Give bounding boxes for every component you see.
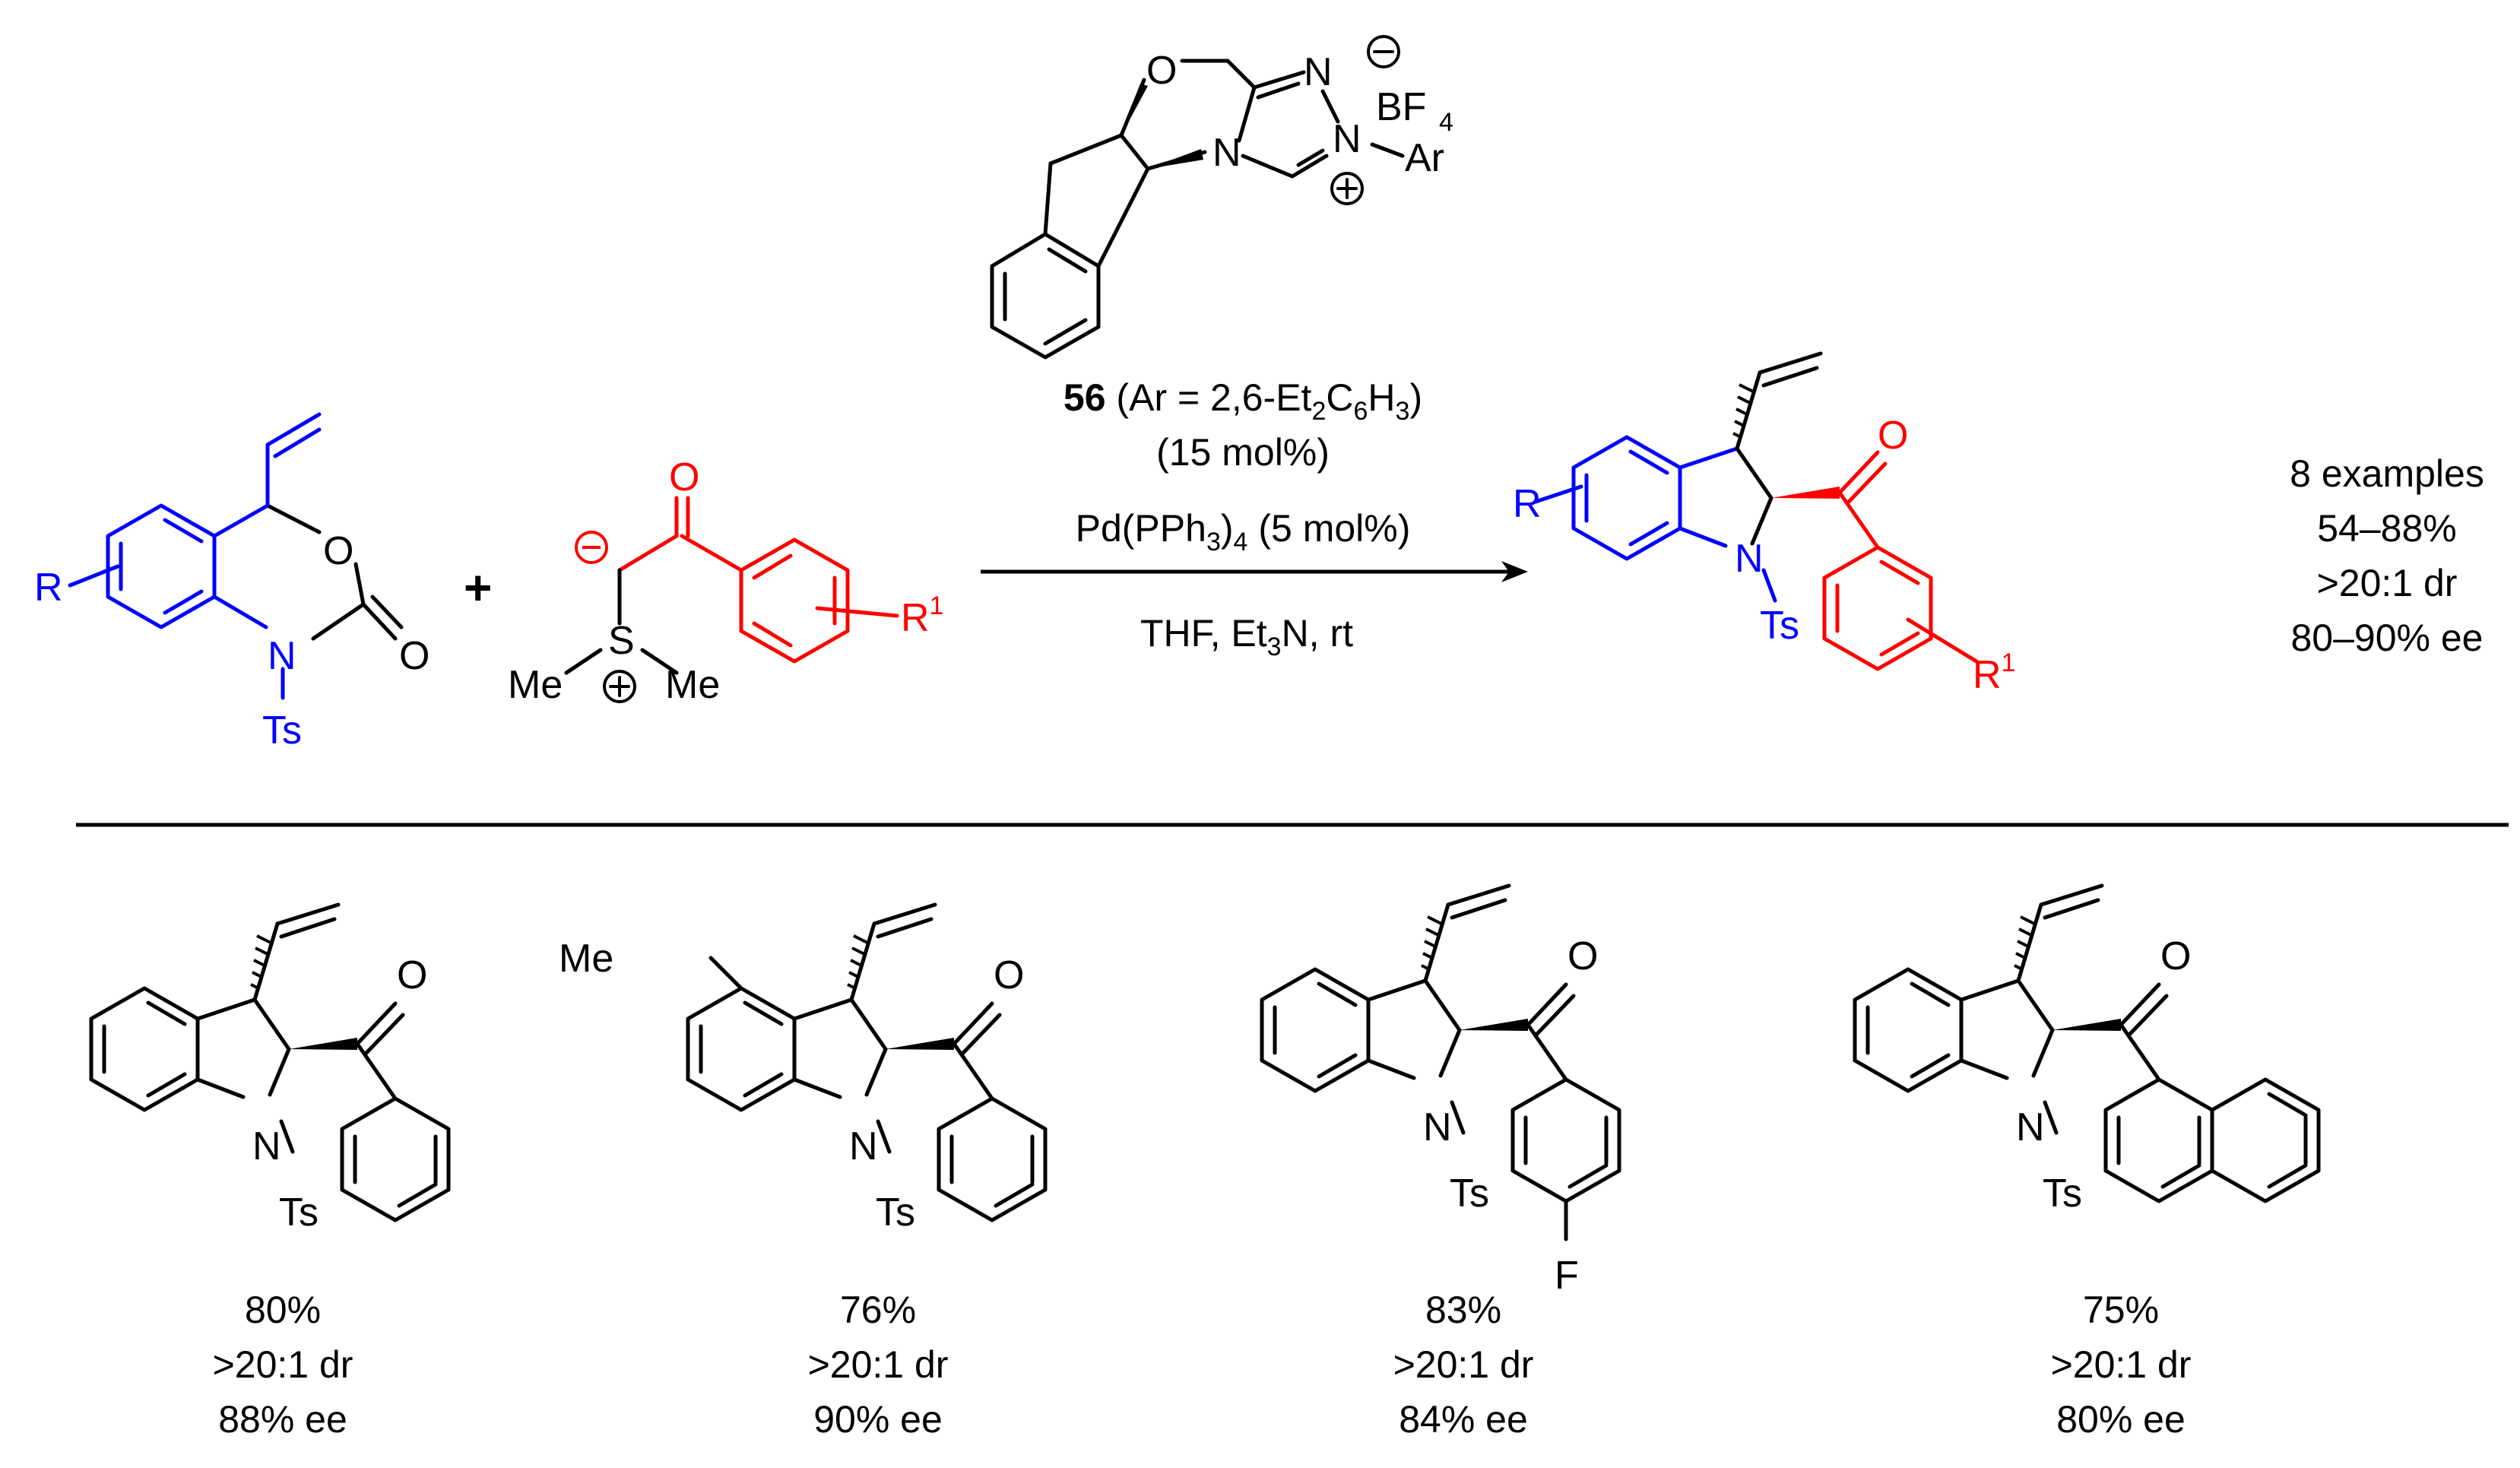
catalyst-number: 56 (1063, 376, 1106, 419)
product-r-label: R (1513, 482, 1542, 526)
ylide-methyl-left: Me (508, 663, 563, 707)
example-2-ee: 90% ee (813, 1398, 943, 1441)
example-1-oxygen: O (397, 953, 427, 997)
summary-dr: >20:1 dr (2317, 562, 2458, 604)
catalyst-56-structure (990, 59, 1405, 360)
ylide-methyl-right: Me (665, 663, 720, 707)
carbon: C (1326, 376, 1353, 419)
example-4-ts: Ts (2043, 1172, 2082, 1216)
example-3-oxygen: O (1567, 934, 1598, 978)
catalyst-anion-label: BF (1376, 85, 1426, 129)
summary-yield: 54–88% (2317, 507, 2457, 550)
substrate-ring-oxygen: O (323, 529, 353, 573)
product-hashed-bond-icon (1732, 383, 1754, 439)
substrate-sulfur-ylide (564, 496, 899, 675)
catalyst-description: 56 (Ar = 2,6-Et2C6H3) (1063, 376, 1422, 426)
product-ketone (1771, 450, 1979, 671)
product-oxygen: O (1878, 414, 1908, 458)
ylide-negative-charge-icon (575, 531, 608, 564)
sub-3: 3 (1396, 397, 1410, 426)
example-3-nitrogen: N (1423, 1105, 1452, 1149)
example-2-methyl: Me (559, 937, 613, 981)
example-2-oxygen: O (994, 953, 1024, 997)
example-3-yield: 83% (1425, 1289, 1501, 1331)
example-4-results: 75% >20:1 dr 80% ee (2051, 1289, 2192, 1441)
example-3-structure (1262, 886, 1619, 1241)
pd-catalyst-label: Pd(PPh3)4 (5 mol%) (1076, 507, 1411, 556)
pd-sub2: 4 (1234, 528, 1248, 556)
ylide-oxygen: O (669, 455, 699, 499)
example-1-yield: 80% (245, 1289, 321, 1331)
example-2-yield: 76% (840, 1289, 916, 1331)
pd-post: ) (1221, 507, 1234, 550)
catalyst-anion: BF 4 (1367, 35, 1453, 137)
plus-sign: + (464, 560, 492, 615)
catalyst-positive-charge-icon (1330, 172, 1364, 205)
product-r1-label: R1 (1973, 648, 2015, 697)
solvent-post: N, rt (1282, 612, 1354, 655)
example-1-structure (91, 905, 449, 1220)
r1-sup: 1 (2002, 648, 2016, 677)
summary-examples: 8 examples (2290, 452, 2484, 495)
example-1-ee: 88% ee (218, 1398, 347, 1441)
r1-sup: 1 (930, 591, 944, 620)
substrate-nitrogen: N (268, 634, 296, 678)
sub-1: 2 (1311, 397, 1326, 426)
pd-loading: (5 mol%) (1247, 507, 1410, 550)
example-4-dr: >20:1 dr (2051, 1343, 2192, 1386)
product-indoline (1533, 351, 1823, 603)
product-ts-label: Ts (1760, 604, 1799, 648)
catalyst-anion-subscript: 4 (1439, 108, 1453, 137)
example-2-structure (688, 905, 1045, 1220)
r1: R (901, 596, 930, 640)
example-3-dr: >20:1 dr (1393, 1343, 1534, 1386)
summary-ee: 80–90% ee (2290, 617, 2483, 659)
ylide-r1-label: R1 (901, 591, 943, 640)
close-paren: ) (1409, 376, 1422, 419)
example-4-oxygen: O (2160, 934, 2191, 978)
example-1-dr: >20:1 dr (213, 1343, 353, 1386)
example-3-fluorine: F (1555, 1254, 1579, 1298)
example-2-dr: >20:1 dr (808, 1343, 949, 1386)
example-2-ts: Ts (876, 1191, 915, 1235)
example-4-nitrogen: N (2016, 1105, 2045, 1149)
catalyst-ar-def: (Ar = 2,6-Et (1116, 376, 1311, 419)
scope-summary: 8 examples 54–88% >20:1 dr 80–90% ee (2290, 452, 2484, 659)
reaction-arrow (981, 561, 1528, 582)
substrate-benzoxazinanone (68, 412, 404, 700)
example-4-structure (1855, 886, 2321, 1203)
example-1-ts: Ts (279, 1191, 319, 1235)
catalyst-aryl-label: Ar (1405, 136, 1444, 180)
example-4-ee: 80% ee (2056, 1398, 2186, 1441)
hydrogen: H (1368, 376, 1395, 419)
solvent-pre: THF, Et (1140, 612, 1267, 655)
catalyst-loading: (15 mol%) (1156, 431, 1330, 474)
example-3-ee: 84% ee (1399, 1398, 1528, 1441)
substrate-r-label: R (34, 566, 63, 610)
substrate-ts-label: Ts (262, 709, 302, 753)
catalyst-n2-label: N (1333, 117, 1361, 161)
solvent-conditions: THF, Et3N, rt (1140, 612, 1353, 661)
ylide-sulfur: S (608, 619, 635, 663)
example-2-nitrogen: N (849, 1124, 878, 1168)
substrate-carbonyl-oxygen: O (399, 634, 430, 678)
ylide-positive-charge-icon (603, 670, 636, 703)
sub-2: 6 (1353, 397, 1368, 426)
example-3-results: 83% >20:1 dr 84% ee (1393, 1289, 1534, 1441)
catalyst-n3-label: N (1212, 131, 1241, 175)
example-2-results: 76% >20:1 dr 90% ee (808, 1289, 949, 1441)
solvent-sub: 3 (1267, 633, 1282, 661)
pd-sub: 3 (1206, 528, 1221, 556)
example-1-nitrogen: N (252, 1124, 281, 1168)
r1: R (1973, 653, 2002, 697)
example-3-ts: Ts (1450, 1172, 1489, 1216)
example-1-results: 80% >20:1 dr 88% ee (213, 1289, 353, 1441)
example-4-yield: 75% (2083, 1289, 2159, 1331)
catalyst-n1-label: N (1304, 50, 1333, 94)
product-nitrogen: N (1735, 537, 1764, 581)
catalyst-oxygen-label: O (1146, 49, 1177, 93)
pd-pre: Pd(PPh (1076, 507, 1206, 550)
